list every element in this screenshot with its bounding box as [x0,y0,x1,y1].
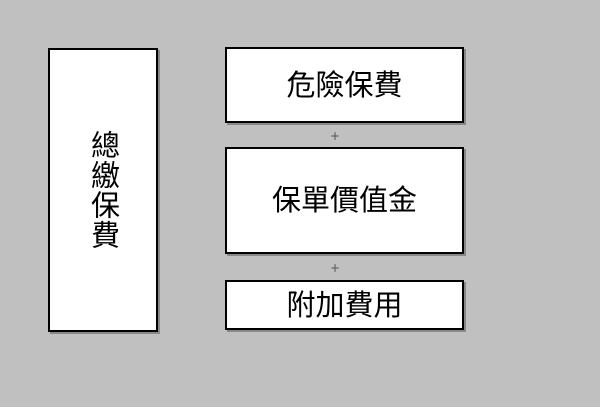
policy-value-label: 保單價值金 [271,183,417,217]
total-premium-label: 總繳保費 [86,130,121,250]
risk-premium-label: 危險保費 [286,67,403,102]
plus-sign-2: + [329,261,341,275]
plus-sign-1: + [329,129,341,143]
additional-fee-label: 附加費用 [286,287,403,322]
total-premium-box: 總繳保費 [48,48,158,332]
additional-fee-box: 附加費用 [225,280,464,330]
risk-premium-box: 危險保費 [225,47,464,123]
policy-value-box: 保單價值金 [225,147,464,254]
